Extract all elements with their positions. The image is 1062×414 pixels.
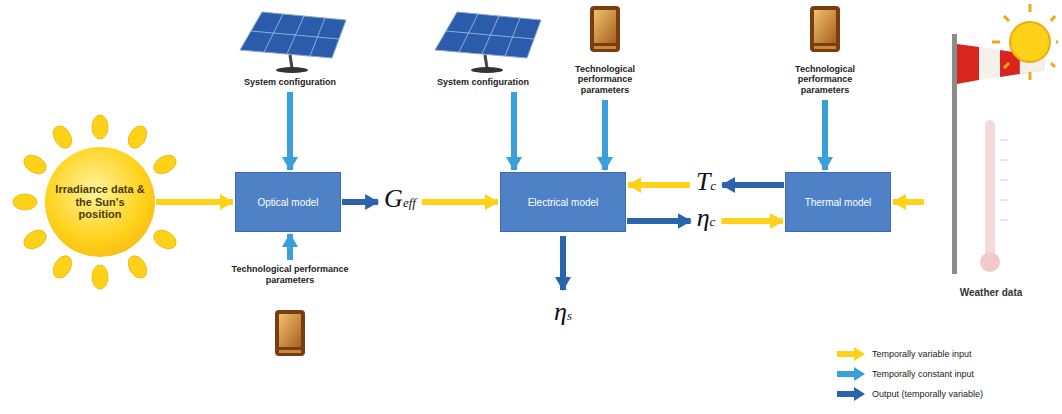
arrow-segment bbox=[287, 234, 293, 260]
weather-icon bbox=[952, 4, 1058, 274]
process-box: Optical model bbox=[235, 172, 341, 232]
node-text: Technological performance parameters bbox=[780, 64, 870, 96]
legend-swatch-box bbox=[836, 347, 866, 361]
flow-arrow bbox=[605, 100, 606, 170]
node-text: Electrical model bbox=[528, 197, 599, 208]
edge-symbol: Geff bbox=[382, 185, 418, 214]
node-text: Irradiance data & the Sun's position bbox=[55, 183, 145, 221]
output-symbol: ηs bbox=[552, 298, 574, 327]
edge-symbol: ηc bbox=[695, 204, 718, 233]
flow-arrow bbox=[156, 202, 233, 203]
config-icon: System configuration bbox=[415, 8, 551, 90]
sun-source: Irradiance data & the Sun's position bbox=[45, 147, 155, 257]
legend-swatch bbox=[837, 387, 865, 401]
pv-cell-icon bbox=[275, 310, 305, 356]
arrow-segment bbox=[156, 199, 233, 205]
flow-arrow bbox=[893, 202, 924, 203]
legend-swatch bbox=[837, 347, 865, 361]
legend-swatch-box bbox=[836, 387, 866, 401]
arrow-segment bbox=[628, 182, 690, 188]
node-text: Thermal model bbox=[805, 197, 872, 208]
config-icon: System configuration bbox=[222, 8, 358, 90]
legend-text: Temporally variable input bbox=[872, 349, 972, 359]
parameter-icon: Technological performance parameters bbox=[780, 4, 870, 98]
node-text: Optical model bbox=[257, 197, 318, 208]
flow-arrow bbox=[825, 100, 826, 170]
pv-cell-icon bbox=[810, 6, 840, 52]
pv-panel-icon bbox=[240, 12, 346, 73]
pv-panel-icon bbox=[435, 12, 541, 73]
flow-arrow bbox=[290, 234, 291, 260]
output-arrow bbox=[563, 236, 564, 290]
legend-text: Output (temporally variable) bbox=[872, 389, 983, 399]
process-box: Thermal model bbox=[785, 172, 891, 232]
arrow-segment bbox=[722, 182, 784, 188]
flow-arrow bbox=[514, 92, 515, 170]
arrow-segment bbox=[422, 199, 498, 205]
edge-symbol: Tc bbox=[694, 168, 718, 197]
arrow-segment bbox=[602, 100, 608, 170]
arrow-segment bbox=[893, 199, 924, 205]
legend: Temporally variable inputTemporally cons… bbox=[836, 344, 983, 404]
node-text: System configuration bbox=[244, 77, 336, 88]
weather-icon-box: Weather data bbox=[925, 20, 1057, 300]
legend-row: Output (temporally variable) bbox=[836, 384, 983, 404]
pv-cell-icon bbox=[590, 6, 620, 52]
parameter-icon: Technological performance parameters bbox=[222, 262, 358, 362]
legend-swatch bbox=[837, 367, 865, 381]
legend-row: Temporally variable input bbox=[836, 344, 983, 364]
process-box: Electrical model bbox=[500, 172, 626, 232]
node-text: System configuration bbox=[437, 77, 529, 88]
arrow-segment bbox=[511, 92, 517, 170]
legend-swatch-box bbox=[836, 367, 866, 381]
arrow-segment bbox=[721, 218, 783, 224]
flow-arrow bbox=[290, 92, 291, 170]
sun-rays bbox=[13, 115, 179, 289]
node-text: Weather data bbox=[960, 287, 1023, 298]
arrow-segment bbox=[627, 218, 691, 224]
flow-arrow bbox=[342, 202, 498, 203]
arrow-segment bbox=[287, 92, 293, 170]
arrow-segment bbox=[822, 100, 828, 170]
legend-text: Temporally constant input bbox=[872, 369, 974, 379]
node-text: Technological performance parameters bbox=[222, 264, 358, 286]
legend-row: Temporally constant input bbox=[836, 364, 983, 384]
parameter-icon: Technological performance parameters bbox=[560, 4, 650, 98]
node-text: Technological performance parameters bbox=[560, 64, 650, 96]
arrow-segment bbox=[342, 199, 378, 205]
